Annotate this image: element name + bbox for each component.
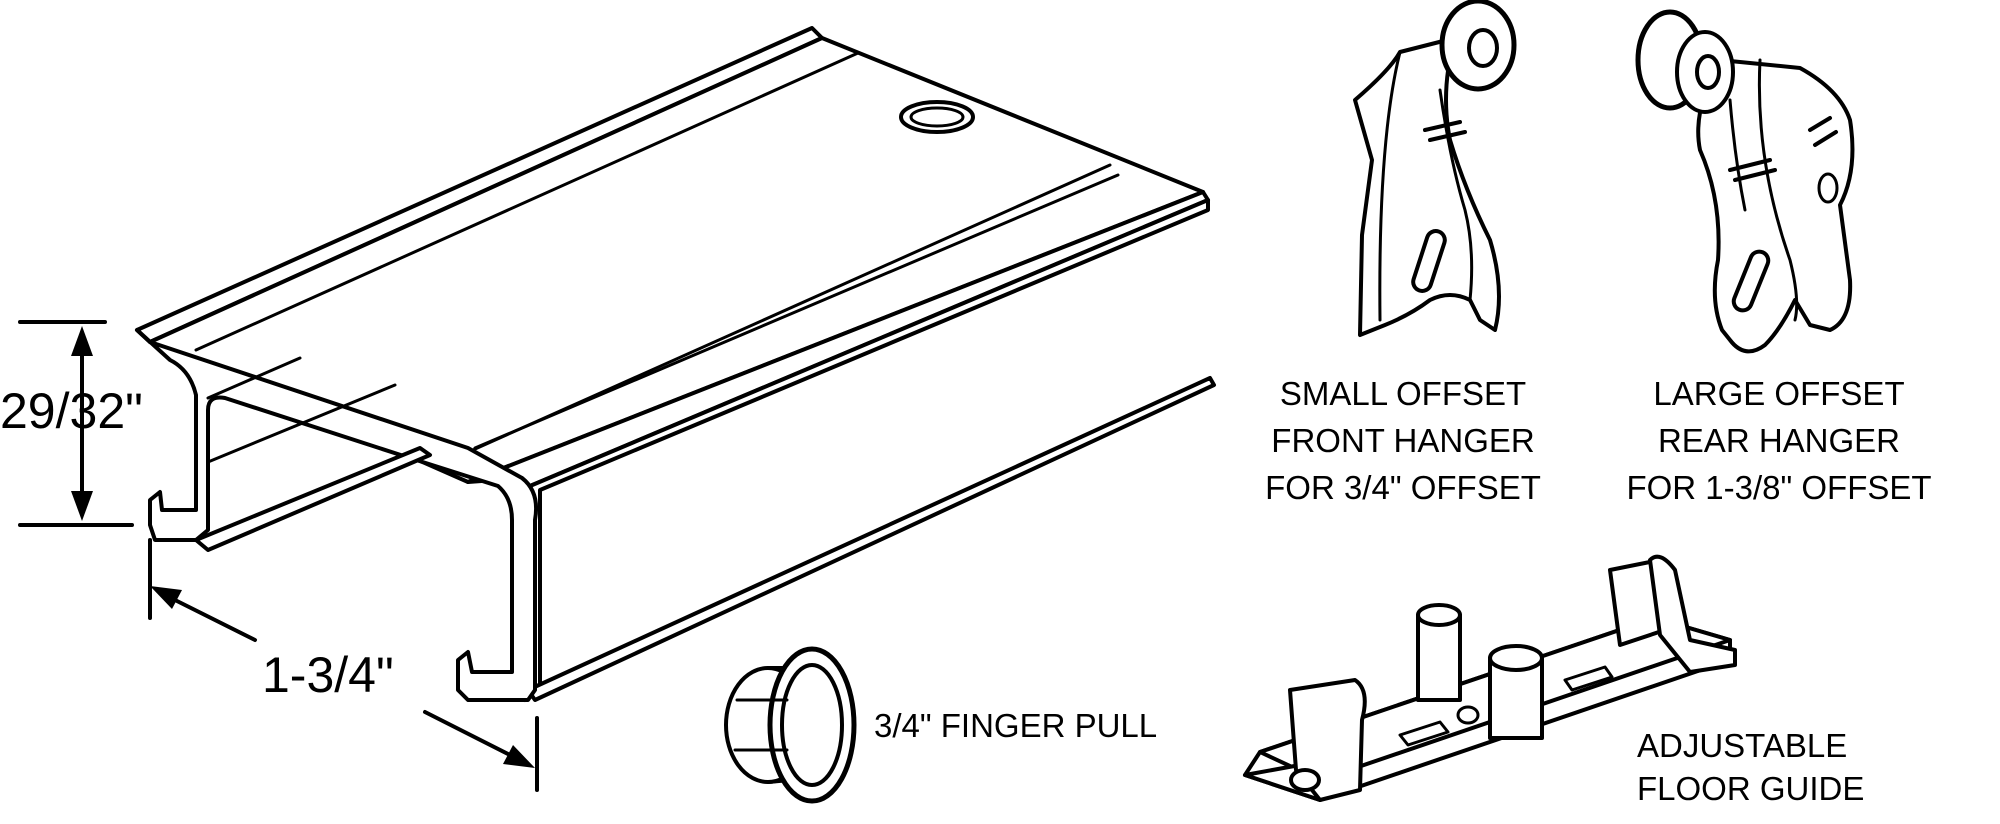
rear-hanger-label: LARGE OFFSET REAR HANGER FOR 1-3/8" OFFS… [1626, 375, 1931, 506]
arrow-right-icon [503, 745, 535, 768]
height-dimension-label: 29/32" [0, 383, 143, 439]
track-left-flange [194, 446, 432, 552]
finger-pull-illustration [724, 646, 857, 804]
floor-guide-right-post [1648, 554, 1737, 674]
rear-hanger-slot [1731, 249, 1771, 313]
arrow-down-icon [71, 491, 93, 521]
floor-guide-label: ADJUSTABLE FLOOR GUIDE [1637, 727, 1864, 807]
rear-hanger-illustration [1635, 9, 1855, 354]
front-hanger-label-line-3: FOR 3/4" OFFSET [1265, 469, 1541, 506]
floor-guide-illustration [1243, 554, 1737, 802]
front-hanger-label-line-2: FRONT HANGER [1271, 422, 1534, 459]
width-dimension: 1-3/4" [148, 538, 539, 792]
floor-guide-label-line-2: FLOOR GUIDE [1637, 770, 1864, 807]
front-hanger-illustration [1353, 0, 1517, 337]
finger-pull-label: 3/4" FINGER PULL [874, 707, 1157, 744]
rear-hanger-label-line-3: FOR 1-3/8" OFFSET [1626, 469, 1931, 506]
rear-hanger-label-line-1: LARGE OFFSET [1653, 375, 1904, 412]
front-hanger-label: SMALL OFFSET FRONT HANGER FOR 3/4" OFFSE… [1265, 375, 1541, 506]
front-hanger-slot [1411, 229, 1447, 293]
height-dimension: 29/32" [0, 320, 143, 527]
track-end-profile [135, 328, 539, 702]
floor-guide-pin-left [1416, 613, 1462, 702]
rear-hanger-label-line-2: REAR HANGER [1658, 422, 1900, 459]
track-illustration [135, 26, 1216, 702]
floor-guide-label-line-1: ADJUSTABLE [1637, 727, 1847, 764]
width-dimension-label: 1-3/4" [262, 647, 394, 703]
arrow-up-icon [71, 326, 93, 356]
arrow-left-icon [150, 586, 182, 609]
front-hanger-label-line-1: SMALL OFFSET [1280, 375, 1526, 412]
